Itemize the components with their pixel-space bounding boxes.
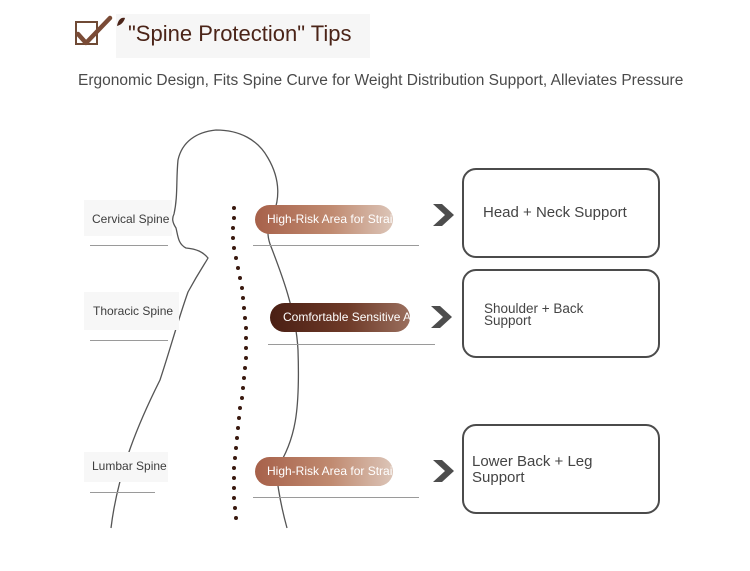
page-subtitle: Ergonomic Design, Fits Spine Curve for W… <box>78 72 684 89</box>
pill-underline-thoracic <box>268 344 435 345</box>
risk-pill-cervical: High-Risk Area for Strai <box>255 205 393 234</box>
cervical-underline <box>90 245 168 246</box>
chevron-right-icon <box>433 204 454 226</box>
chevron-right-icon <box>431 306 452 328</box>
lumbar-label-plate <box>84 452 168 482</box>
pill-underline-cervical <box>253 245 419 246</box>
spine-label-cervical: Cervical Spine <box>92 212 170 226</box>
support-text-lower-back-leg: Lower Back + Leg Support <box>472 453 593 486</box>
spine-label-thoracic: Thoracic Spine <box>93 304 174 318</box>
title-background <box>116 14 370 58</box>
sensitive-pill-thoracic: Comfortable Sensitive A <box>270 303 410 332</box>
support-card-head-neck <box>462 168 660 258</box>
page-title: "Spine Protection" Tips <box>128 21 352 46</box>
spine-label-lumbar: Lumbar Spine <box>92 459 167 473</box>
chevron-right-icon <box>433 460 454 482</box>
support-card-shoulder-back <box>462 269 660 358</box>
pill-underline-lumbar <box>253 497 419 498</box>
spine-dots <box>231 206 248 520</box>
support-card-lower-back-leg <box>462 424 660 514</box>
thoracic-label-plate <box>84 292 179 330</box>
cervical-label-plate <box>84 200 172 236</box>
support-text-shoulder-back: Shoulder + Back Support <box>484 301 584 328</box>
thoracic-underline <box>90 340 168 341</box>
support-text-head-neck: Head + Neck Support <box>483 204 627 221</box>
checkmark-icon <box>75 15 125 46</box>
lumbar-underline <box>90 492 155 493</box>
risk-pill-lumbar: High-Risk Area for Strai <box>255 457 393 486</box>
